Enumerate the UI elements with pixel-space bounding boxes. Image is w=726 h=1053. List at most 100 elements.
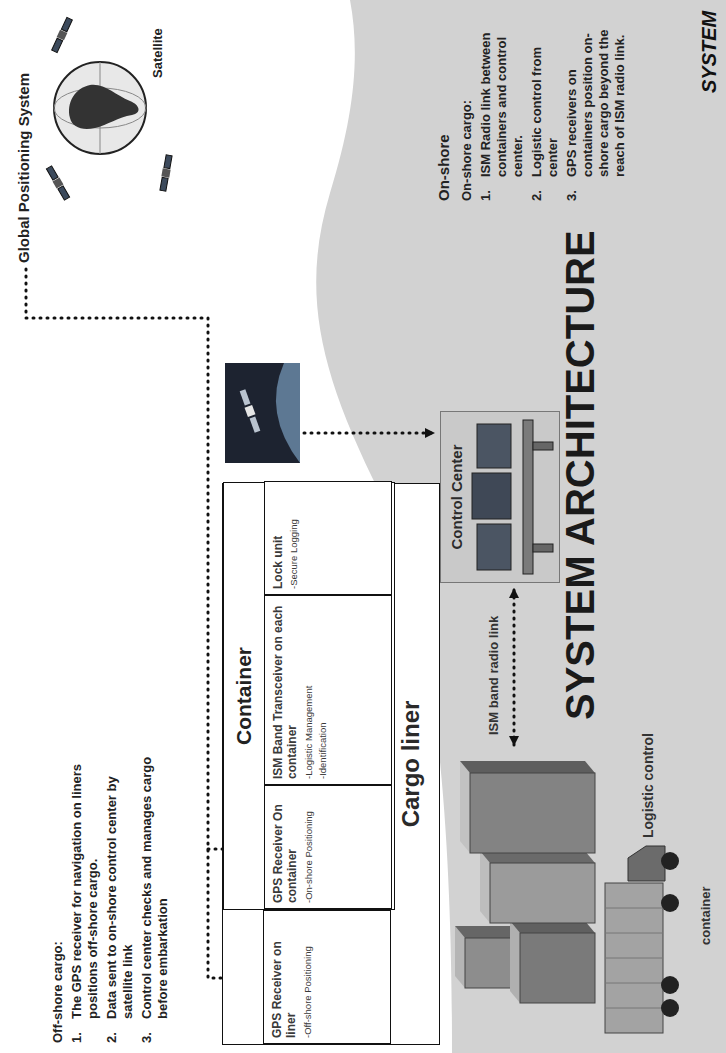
truck-illustration bbox=[605, 1008, 663, 1009]
satellite-photo bbox=[239, 389, 262, 433]
box-heading: GPS Receiver on liner bbox=[270, 916, 299, 1038]
control-room-illustration bbox=[477, 424, 511, 468]
figure-label: container bbox=[698, 886, 713, 945]
link-label: ISM band radio link bbox=[486, 616, 501, 735]
box-note: -On-shore Positioning bbox=[303, 791, 314, 903]
container-stack bbox=[460, 761, 595, 773]
box-heading: ISM Band Transceiver on each container bbox=[271, 601, 300, 779]
truck-illustration bbox=[661, 999, 679, 1017]
note-line: 3.Control center checks and manages carg… bbox=[139, 743, 171, 1043]
control-room-illustration bbox=[533, 544, 553, 552]
satellite-icon bbox=[46, 165, 71, 200]
note-line: 1.ISM Radio link between containers and … bbox=[478, 5, 526, 201]
satellite-icon bbox=[46, 166, 58, 180]
container-stack bbox=[490, 863, 595, 923]
globe-illustration bbox=[69, 85, 139, 129]
satellite-icon bbox=[164, 155, 172, 169]
control-center-box: Control Center bbox=[440, 411, 560, 583]
note-heading: On-shore cargo: bbox=[459, 5, 475, 201]
box-note: -Secure Logging bbox=[288, 487, 299, 589]
satellite-icon bbox=[61, 17, 72, 31]
satellite-photo bbox=[240, 389, 251, 405]
box-note: -Logistic Management bbox=[303, 601, 314, 779]
cargo-liner-band: Cargo linerGPS Receiver on liner-Off-sho… bbox=[222, 483, 440, 1045]
list-number: 2. bbox=[529, 177, 561, 201]
list-number: 2. bbox=[104, 1019, 136, 1043]
satellite-photo bbox=[276, 363, 300, 463]
list-number: 1. bbox=[478, 177, 526, 201]
container-stack bbox=[455, 761, 595, 1003]
truck-illustration bbox=[605, 983, 663, 984]
header-word: SYSTEM bbox=[698, 11, 721, 93]
container-stack bbox=[510, 921, 520, 1003]
globe-illustration bbox=[54, 62, 146, 154]
control-room-illustration bbox=[472, 473, 511, 519]
note-heading: Off-shore cargo: bbox=[50, 743, 66, 1043]
satellite-photo bbox=[245, 405, 256, 417]
box-note: -Off-shore Positioning bbox=[302, 916, 313, 1038]
satellite-icon bbox=[159, 155, 173, 192]
note-text: ISM Radio link between containers and co… bbox=[478, 5, 526, 177]
box-heading: GPS Receiver On container bbox=[271, 791, 300, 903]
figure-label: Satellite bbox=[150, 28, 165, 78]
truck-illustration bbox=[605, 958, 663, 959]
transceiver-box: ISM Band Transceiver on each container-L… bbox=[264, 595, 392, 785]
control-room-illustration bbox=[477, 524, 511, 570]
receiver-box: GPS Receiver on liner-Off-shore Position… bbox=[263, 910, 391, 1044]
dotted-link bbox=[513, 589, 516, 745]
container-stack bbox=[470, 773, 595, 853]
truck-illustration bbox=[605, 883, 663, 1033]
globe-illustration bbox=[54, 62, 146, 154]
note-text: Data sent to on-shore control center by … bbox=[104, 743, 136, 1019]
note-text: The GPS receiver for navigation on liner… bbox=[69, 743, 101, 1019]
box-heading: Control Center bbox=[448, 412, 465, 582]
control-room-illustration bbox=[523, 420, 533, 574]
offshore-notes: Off-shore cargo:1.The GPS receiver for n… bbox=[50, 743, 174, 1043]
note-line: 2.Data sent to on-shore control center b… bbox=[104, 743, 136, 1043]
note-line: Off-shore cargo: bbox=[50, 743, 66, 1043]
container-stack bbox=[520, 933, 595, 1003]
slide-title: SYSTEM ARCHITECTURE bbox=[558, 230, 603, 720]
onshore-notes: On-shore On-shore cargo:1.ISM Radio link … bbox=[436, 5, 631, 201]
box-heading: Cargo liner bbox=[397, 484, 425, 1044]
figure-label: Logistic control bbox=[640, 733, 656, 838]
satellite-photo bbox=[225, 363, 300, 463]
note-line: 2.Logistic control from center bbox=[529, 5, 561, 201]
list-number: 1. bbox=[69, 1019, 101, 1043]
note-line: 3.GPS receivers on containers position o… bbox=[564, 5, 628, 201]
truck-illustration bbox=[605, 908, 663, 909]
list-number: 3. bbox=[139, 1019, 171, 1043]
note-text: GPS receivers on containers position on-… bbox=[564, 5, 628, 177]
container-stack bbox=[480, 851, 490, 923]
satellite-icon bbox=[161, 168, 170, 177]
list-number: 3. bbox=[564, 177, 628, 201]
truck-illustration bbox=[628, 846, 665, 881]
truck-illustration bbox=[605, 933, 663, 934]
satellite-icon bbox=[58, 186, 70, 200]
note-heading: On-shore bbox=[436, 5, 452, 201]
note-line: 1.The GPS receiver for navigation on lin… bbox=[69, 743, 101, 1043]
control-room-illustration bbox=[533, 442, 553, 450]
receiver-box: GPS Receiver On container-On-shore Posit… bbox=[264, 785, 392, 909]
truck-illustration bbox=[605, 846, 679, 1033]
satellite-photo bbox=[225, 363, 300, 463]
box-note: -Identification bbox=[317, 601, 328, 779]
note-text: Logistic control from center bbox=[529, 5, 561, 177]
satellite-icon bbox=[51, 17, 73, 53]
note-line: On-shore bbox=[436, 5, 456, 201]
figure-label: Global Positioning System bbox=[15, 73, 32, 263]
dotted-link bbox=[304, 432, 434, 435]
container-box: ContainerGPS Receiver On container-On-sh… bbox=[223, 482, 395, 910]
lock-box: Lock unit-Secure Logging bbox=[264, 481, 392, 595]
box-heading: Lock unit bbox=[271, 487, 285, 589]
note-text: Control center checks and manages cargo … bbox=[139, 743, 171, 1019]
truck-illustration bbox=[661, 852, 679, 870]
satellite-photo bbox=[250, 417, 261, 433]
truck-illustration bbox=[661, 976, 679, 994]
container-stack bbox=[460, 761, 470, 853]
satellite-icon bbox=[160, 177, 168, 191]
note-line: On-shore cargo: bbox=[459, 5, 475, 201]
truck-illustration bbox=[661, 894, 679, 912]
box-heading: Container bbox=[224, 483, 264, 909]
